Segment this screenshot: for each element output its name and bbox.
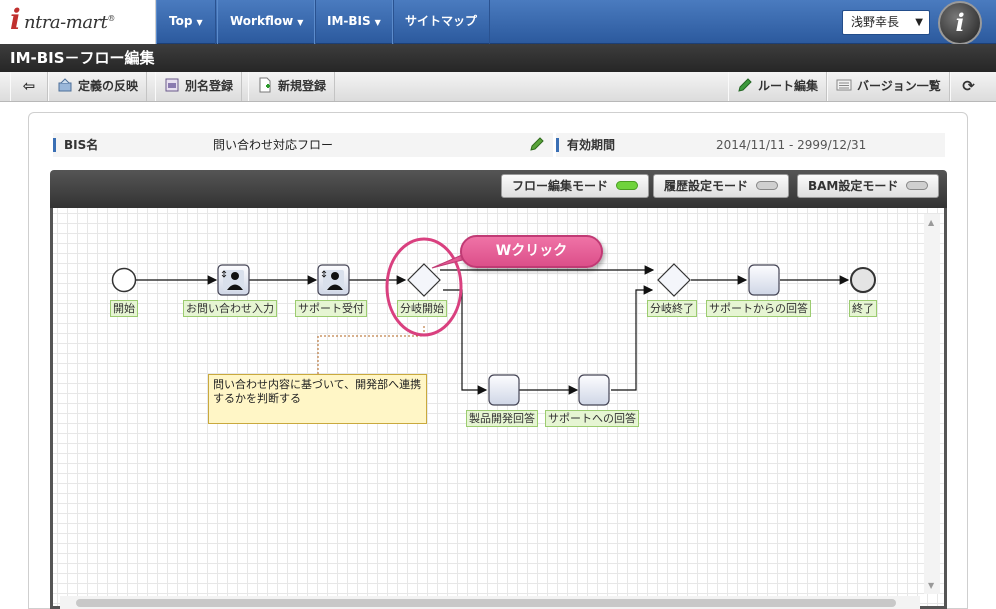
node-label-end[interactable]: 終了 [849,300,877,317]
mode-off-indicator [906,181,929,190]
bis-name-row: BIS名 問い合わせ対応フロー [53,133,553,157]
refresh-button[interactable]: ⟳ [950,72,986,101]
bis-name-value: 問い合わせ対応フロー [213,138,334,152]
logo-text: ntra-mart® [24,12,115,33]
node-label-start[interactable]: 開始 [110,300,138,317]
apply-definition-button[interactable]: 定義の反映 [48,72,148,101]
node-label-to-support[interactable]: サポートへの回答 [545,410,639,427]
refresh-icon: ⟳ [962,77,975,95]
flow-edit-mode-button[interactable]: フロー編集モード [501,174,650,198]
nav-im-bis-menu[interactable]: IM-BIS▼ [314,0,394,44]
nav-top-menu[interactable]: Top▼ [156,0,216,44]
double-click-callout: Wクリック [460,235,603,268]
top-navigation-bar: i ntra-mart® Top▼ Workflow▼ IM-BIS▼ サイトマ… [0,0,996,45]
arrow-left-icon: ⇦ [22,77,36,95]
node-label-branch-end[interactable]: 分岐終了 [647,300,697,317]
new-document-icon [259,77,271,93]
annotation-note[interactable]: 問い合わせ内容に基づいて、開発部へ連携するかを判断する [208,374,427,424]
route-edit-button[interactable]: ルート編集 [728,72,828,101]
period-value: 2014/11/11 - 2999/12/31 [716,138,867,152]
node-label-support-answer[interactable]: サポートからの回答 [706,300,811,317]
bis-name-label: BIS名 [53,138,99,152]
toolbar: ⇦ 定義の反映 別名登録 新規登録 ルート編集 バージョン一覧 ⟳ [0,72,996,102]
alias-register-icon [165,78,179,92]
intra-mart-logo[interactable]: i ntra-mart® [0,0,156,44]
mode-on-indicator [616,181,639,190]
scrollbar-thumb[interactable] [76,599,896,607]
mode-off-indicator [756,181,779,190]
nav-workflow-menu[interactable]: Workflow▼ [217,0,317,44]
page-title: IM-BIS－フロー編集 [0,44,996,72]
user-avatar-icon[interactable]: i [938,1,982,45]
node-label-product-answer[interactable]: 製品開発回答 [466,410,538,427]
pencil-icon [738,78,752,92]
user-name: 浅野幸長 [851,15,900,29]
bam-mode-button[interactable]: BAM設定モード [797,174,940,198]
new-register-button[interactable]: 新規登録 [248,72,336,101]
nav-sitemap[interactable]: サイトマップ [392,0,491,44]
apply-definition-icon [58,78,72,92]
period-row: 有効期間 2014/11/11 - 2999/12/31 [556,133,945,157]
version-list-button[interactable]: バージョン一覧 [827,72,950,101]
alias-register-button[interactable]: 別名登録 [155,72,243,101]
mode-bar: フロー編集モード 履歴設定モード BAM設定モード [50,170,947,208]
list-icon [836,79,852,91]
node-label-inquiry[interactable]: お問い合わせ入力 [183,300,277,317]
period-label: 有効期間 [556,138,616,152]
node-label-branch-start[interactable]: 分岐開始 [397,300,447,317]
horizontal-scrollbar[interactable] [60,596,920,609]
history-mode-button[interactable]: 履歴設定モード [653,174,790,198]
edit-pencil-icon[interactable] [529,133,545,157]
node-label-support-accept[interactable]: サポート受付 [295,300,367,317]
flow-canvas[interactable] [50,208,947,609]
user-menu[interactable]: 浅野幸長 ▼ [842,10,930,35]
vertical-scrollbar[interactable]: ▲▼ [924,214,940,594]
chevron-down-icon: ▼ [915,17,923,28]
back-button[interactable]: ⇦ [10,72,48,101]
